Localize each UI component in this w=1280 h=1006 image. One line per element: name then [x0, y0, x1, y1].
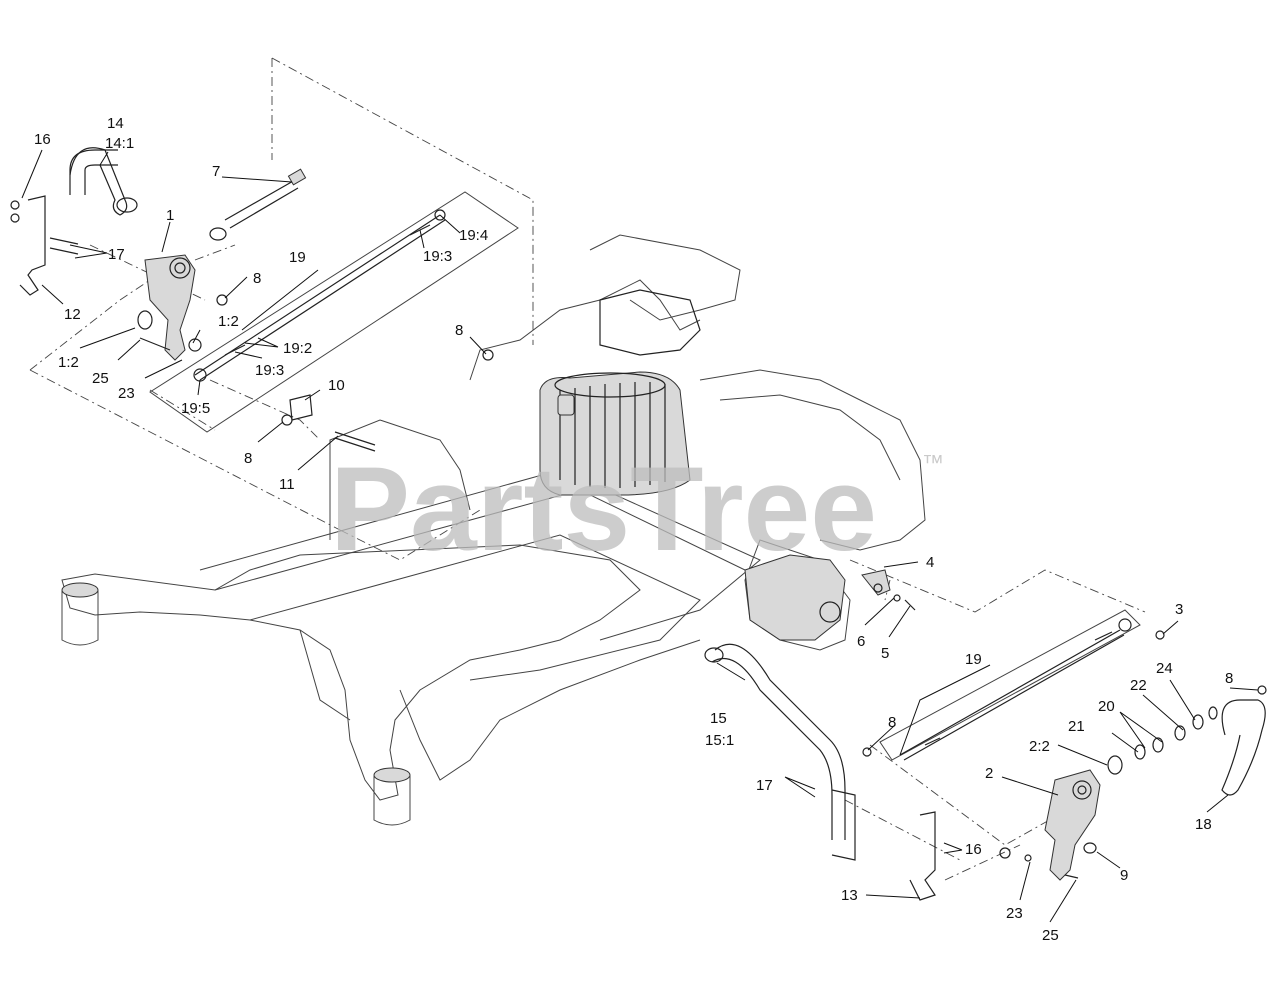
callout-17-upper: 17 [108, 246, 125, 263]
leader-lines [21, 149, 1259, 923]
callout-15-1: 15:1 [705, 732, 734, 749]
callout-12: 12 [64, 306, 81, 323]
callout-6: 6 [857, 633, 865, 650]
callout-21: 21 [1068, 718, 1085, 735]
callout-10: 10 [328, 377, 345, 394]
callout-23-lower: 23 [1006, 905, 1023, 922]
watermark-text: PartsTree [330, 442, 877, 576]
callout-16-lower: 16 [965, 841, 982, 858]
callout-8-a: 8 [253, 270, 261, 287]
callout-2: 2 [985, 765, 993, 782]
callout-20: 20 [1098, 698, 1115, 715]
callout-1-2-b: 1:2 [58, 354, 79, 371]
callout-8-b: 8 [455, 322, 463, 339]
linkage-box-upper [149, 191, 519, 433]
callout-1: 1 [166, 207, 174, 224]
callout-18: 18 [1195, 816, 1212, 833]
callout-19-lower: 19 [965, 651, 982, 668]
callout-15: 15 [710, 710, 727, 727]
callout-19-2: 19:2 [283, 340, 312, 357]
callout-19-4: 19:4 [459, 227, 488, 244]
callout-25-upper: 25 [92, 370, 109, 387]
callout-19-3-b: 19:3 [255, 362, 284, 379]
callout-1-2-a: 1:2 [218, 313, 239, 330]
callout-11: 11 [279, 476, 295, 493]
callout-25-lower: 25 [1042, 927, 1059, 944]
callout-3: 3 [1175, 601, 1183, 618]
callout-8-d: 8 [1225, 670, 1233, 687]
callout-23-upper: 23 [118, 385, 135, 402]
callout-19-3-a: 19:3 [423, 248, 452, 265]
lower-right-parts [704, 554, 1267, 901]
callout-19-upper: 19 [289, 249, 306, 266]
callout-7: 7 [212, 163, 220, 180]
watermark-trademark: ™ [922, 450, 944, 475]
watermark: PartsTree ™ [330, 442, 944, 576]
callout-13: 13 [841, 887, 858, 904]
callout-14-1: 14:1 [105, 135, 134, 152]
callout-24: 24 [1156, 660, 1173, 677]
callout-9: 9 [1120, 867, 1128, 884]
chassis-frame [61, 234, 926, 826]
callout-labels: 16 14 14:1 7 1 17 19 19:4 19:3 8 12 1:2 … [34, 115, 1233, 944]
callout-2-2: 2:2 [1029, 738, 1050, 755]
callout-5: 5 [881, 645, 889, 662]
callout-16: 16 [34, 131, 51, 148]
upper-left-parts [10, 147, 494, 452]
callout-4: 4 [926, 554, 934, 571]
callout-22: 22 [1130, 677, 1147, 694]
callout-8-e: 8 [888, 714, 896, 731]
callout-8-c: 8 [244, 450, 252, 467]
callout-17-lower: 17 [756, 777, 773, 794]
linkage-box-lower [879, 609, 1141, 761]
callout-19-5: 19:5 [181, 400, 210, 417]
callout-14: 14 [107, 115, 124, 132]
